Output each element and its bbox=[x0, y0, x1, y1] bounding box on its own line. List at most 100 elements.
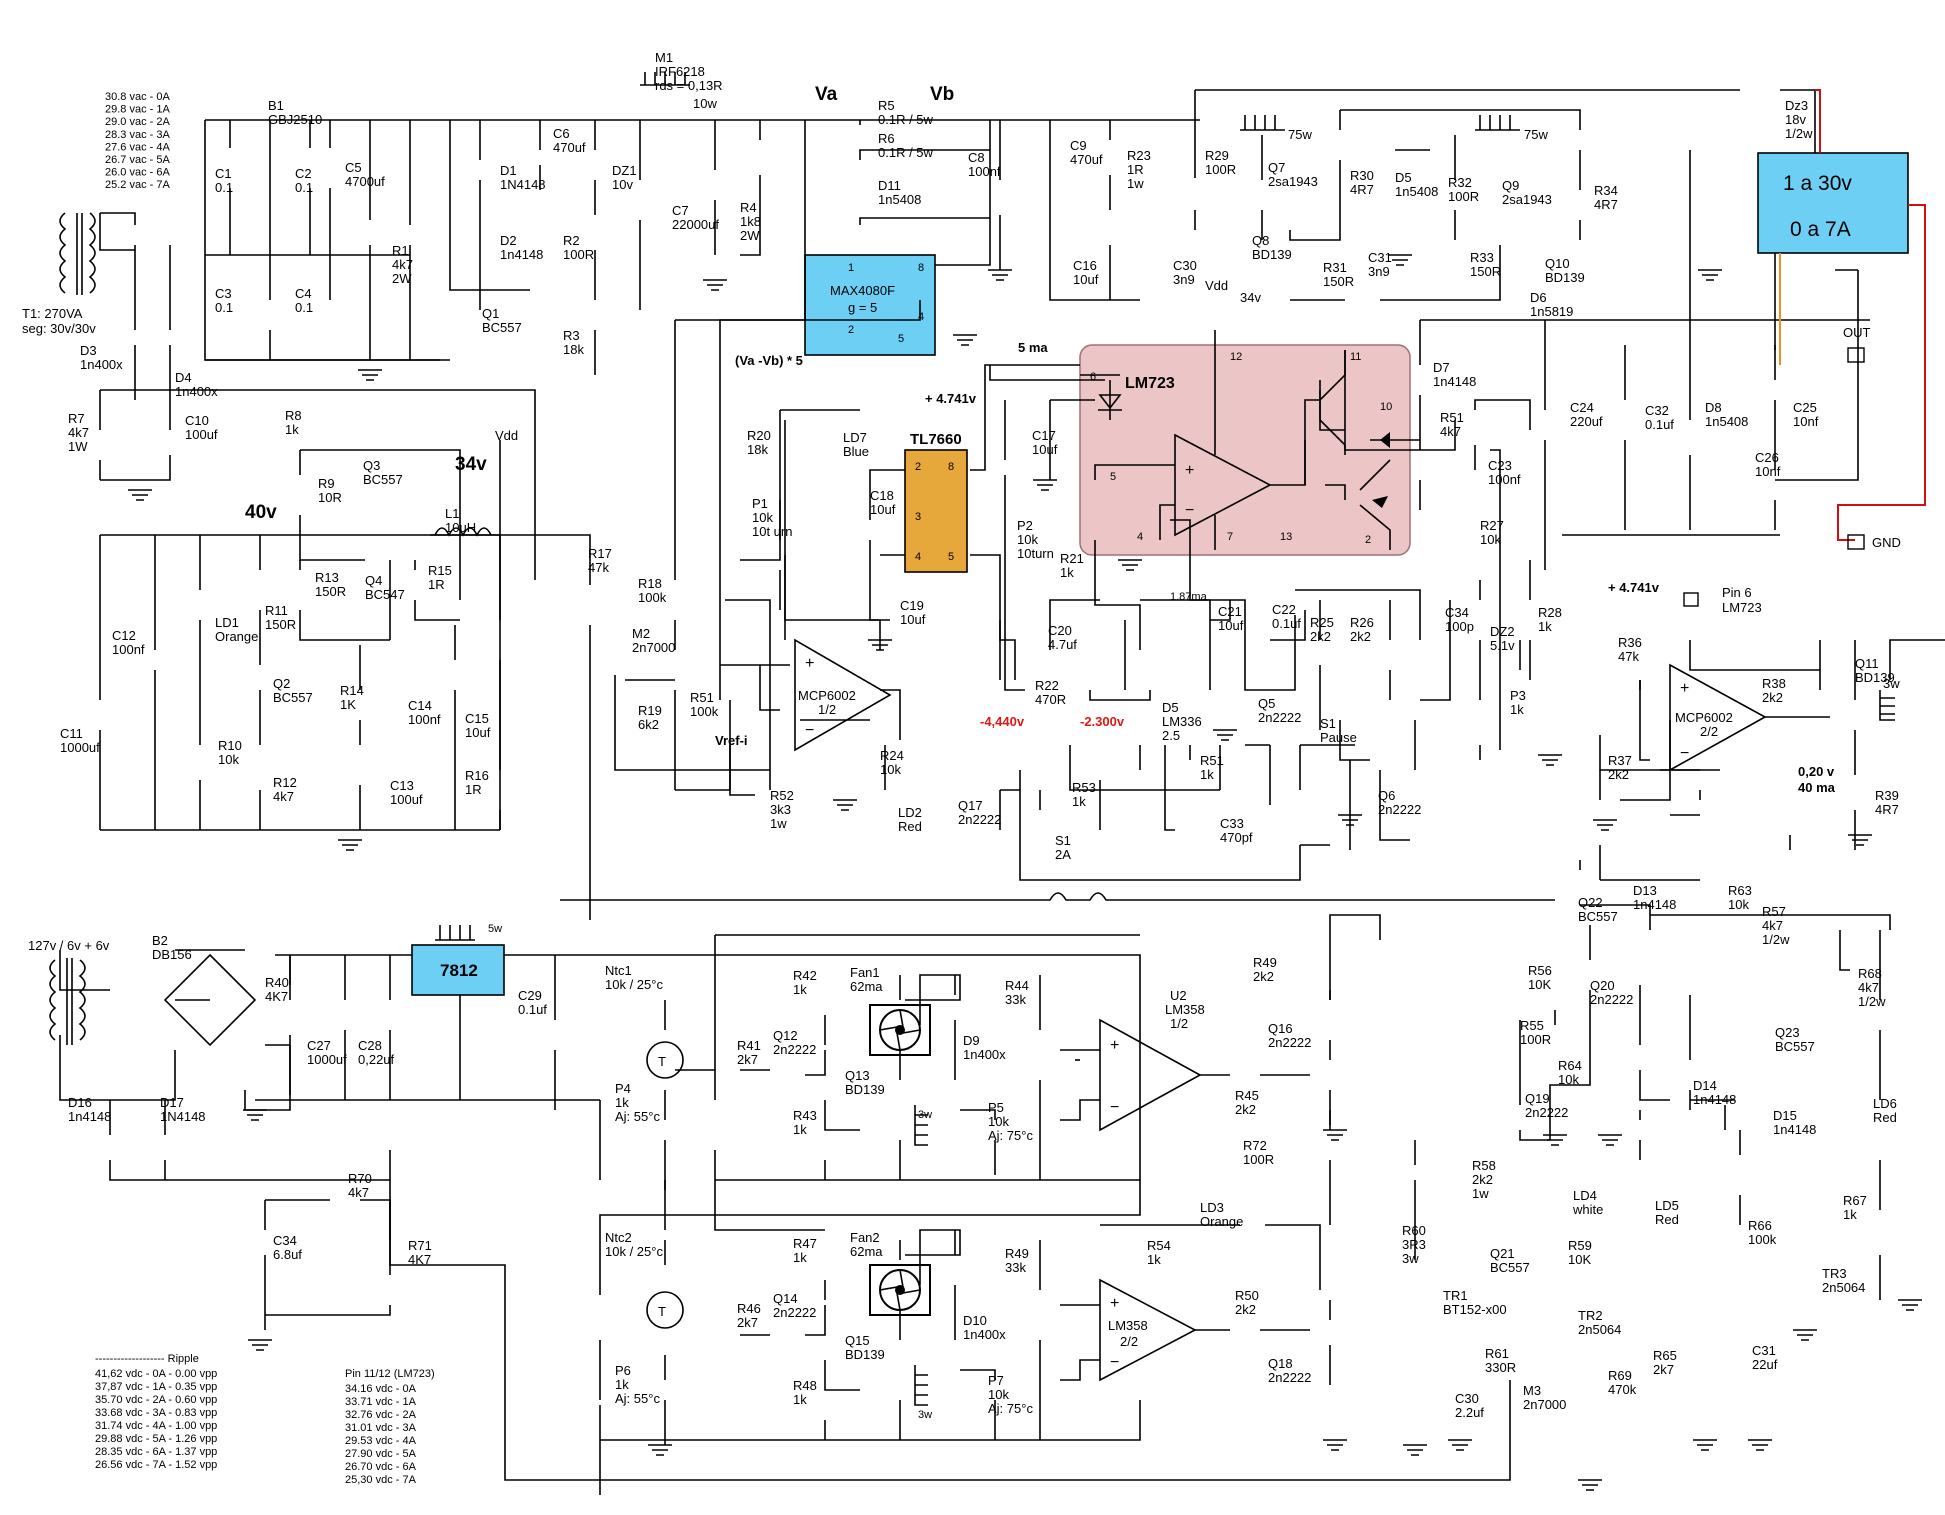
component-label-r57: 4k7 bbox=[1762, 918, 1783, 933]
component-label-r48: 1k bbox=[793, 1392, 807, 1407]
t1-sec: seg: 30v/30v bbox=[22, 321, 96, 336]
component-label-r57: 1/2w bbox=[1762, 932, 1790, 947]
component-label-r7: R7 bbox=[68, 411, 85, 426]
component-label-r40: 4K7 bbox=[265, 989, 288, 1004]
component-label-q21: BC557 bbox=[1490, 1260, 1530, 1275]
lm358a-part: U2 bbox=[1170, 988, 1187, 1003]
svg-text:−: − bbox=[1110, 1099, 1119, 1116]
component-label-q5: 2n2222 bbox=[1258, 710, 1301, 725]
component-label-r18: 100k bbox=[638, 590, 667, 605]
max4080-gain: g = 5 bbox=[848, 300, 877, 315]
component-label-r32: 100R bbox=[1448, 189, 1479, 204]
ground-symbol bbox=[1698, 269, 1722, 281]
component-label-c31a: 3n9 bbox=[1368, 264, 1390, 279]
component-label-q8: Q8 bbox=[1252, 233, 1269, 248]
lm723-p6: 6 bbox=[1090, 371, 1096, 383]
node-40ma: 40 ma bbox=[1798, 780, 1836, 795]
component-label-c14: C14 bbox=[408, 698, 432, 713]
component-label-d2: D2 bbox=[500, 233, 517, 248]
component-label-q8: BD139 bbox=[1252, 247, 1292, 262]
component-label-r43: R43 bbox=[793, 1108, 817, 1123]
ground-symbol bbox=[1543, 1134, 1567, 1146]
component-label-d15: D15 bbox=[1773, 1108, 1797, 1123]
ground-symbol bbox=[833, 799, 857, 811]
terminal-pin6: Pin 6 bbox=[1722, 585, 1752, 600]
component-label-ld3: Orange bbox=[1200, 1214, 1243, 1229]
wires-mid bbox=[720, 350, 1531, 881]
component-label-r1: 4k7 bbox=[392, 257, 413, 272]
component-label-q19: 2n2222 bbox=[1525, 1105, 1568, 1120]
component-label-d1: 1N4148 bbox=[500, 177, 546, 192]
component-label-q14: Q14 bbox=[773, 1291, 798, 1306]
ripple-row: 37,87 vdc - 1A - 0.35 vpp bbox=[95, 1381, 217, 1393]
node-40v: 40v bbox=[245, 502, 277, 523]
component-label-p2: 10turn bbox=[1017, 546, 1054, 561]
component-label-r22: 470R bbox=[1035, 692, 1066, 707]
component-label-r38: 2k2 bbox=[1762, 690, 1783, 705]
component-label-r25: R25 bbox=[1310, 615, 1334, 630]
component-label-q15: BD139 bbox=[845, 1347, 885, 1362]
component-label-c32: C32 bbox=[1645, 403, 1669, 418]
component-label-p7: P7 bbox=[988, 1373, 1004, 1388]
lm723-p11: 11 bbox=[1350, 351, 1361, 363]
component-label-q22: BC557 bbox=[1578, 909, 1618, 924]
component-label-d16: 1n4148 bbox=[68, 1109, 111, 1124]
component-label-r29: 100R bbox=[1205, 162, 1236, 177]
component-label-c8: 100nf bbox=[968, 164, 1001, 179]
component-label-fan2: Fan2 bbox=[850, 1230, 880, 1245]
ntc1: T bbox=[646, 1041, 684, 1079]
outbox-line2: 0 a 7A bbox=[1790, 218, 1851, 241]
component-label-r8: R8 bbox=[285, 408, 302, 423]
component-label-dz3: Dz3 bbox=[1785, 98, 1808, 113]
ground-symbol bbox=[1403, 1444, 1427, 1456]
component-label-q17: Q17 bbox=[958, 798, 983, 813]
component-label-r71: R71 bbox=[408, 1238, 432, 1253]
component-label-c17: C17 bbox=[1032, 428, 1056, 443]
component-label-r67: R67 bbox=[1843, 1193, 1867, 1208]
terminals bbox=[1683, 347, 1865, 607]
component-label-c8: C8 bbox=[968, 150, 985, 165]
component-label-c24: C24 bbox=[1570, 400, 1594, 415]
component-label-d13: D13 bbox=[1633, 883, 1657, 898]
lm723-p12: 12 bbox=[1230, 351, 1242, 363]
node-vdd-2: Vdd bbox=[1205, 278, 1228, 293]
ground-symbol bbox=[243, 1109, 267, 1121]
pin1112-row: 27.90 vdc - 5A bbox=[345, 1448, 417, 1460]
component-label-s1b: S1 bbox=[1055, 833, 1071, 848]
component-label-r66: 100k bbox=[1748, 1232, 1777, 1247]
component-label-r32: R32 bbox=[1448, 175, 1472, 190]
component-label-r65: 2k7 bbox=[1653, 1362, 1674, 1377]
component-label-c18: 10uf bbox=[870, 502, 896, 517]
component-label-q14: 2n2222 bbox=[773, 1305, 816, 1320]
component-label-r26: 2k2 bbox=[1350, 629, 1371, 644]
component-label-b2: B2 bbox=[152, 933, 168, 948]
component-label-c1: 0.1 bbox=[215, 180, 233, 195]
component-label-q6: Q6 bbox=[1378, 788, 1395, 803]
component-label-r53: 1k bbox=[1072, 794, 1086, 809]
svg-text:−: − bbox=[1185, 502, 1194, 519]
component-label-s1a: Pause bbox=[1320, 730, 1357, 745]
svg-text:−: − bbox=[1680, 745, 1689, 762]
component-label-q11hs: 3w bbox=[1883, 676, 1900, 691]
component-label-r41: R41 bbox=[737, 1038, 761, 1053]
component-label-m2: 2n7000 bbox=[632, 640, 675, 655]
component-label-m1: rds = 0,13R bbox=[655, 78, 723, 93]
component-label-q23: BC557 bbox=[1775, 1039, 1815, 1054]
component-label-c3: C3 bbox=[215, 286, 232, 301]
pin1112-row: 33.71 vdc - 1A bbox=[345, 1396, 417, 1408]
component-label-r14: 1K bbox=[340, 697, 356, 712]
component-label-r18: R18 bbox=[638, 576, 662, 591]
ground-symbol bbox=[128, 489, 152, 501]
transformer-tap: 29.8 vac - 1A bbox=[105, 104, 170, 116]
component-label-dz1: 10v bbox=[612, 177, 633, 192]
component-label-q6: 2n2222 bbox=[1378, 802, 1421, 817]
svg-text:+: + bbox=[1185, 462, 1194, 479]
component-label-p4: P4 bbox=[615, 1081, 631, 1096]
component-label-r4: 2W bbox=[740, 228, 760, 243]
terminal-out: OUT bbox=[1843, 325, 1871, 340]
component-label-c12: 100nf bbox=[112, 642, 145, 657]
ripple-row: 41,62 vdc - 0A - 0.00 vpp bbox=[95, 1368, 217, 1380]
component-label-c10: 100uf bbox=[185, 427, 218, 442]
